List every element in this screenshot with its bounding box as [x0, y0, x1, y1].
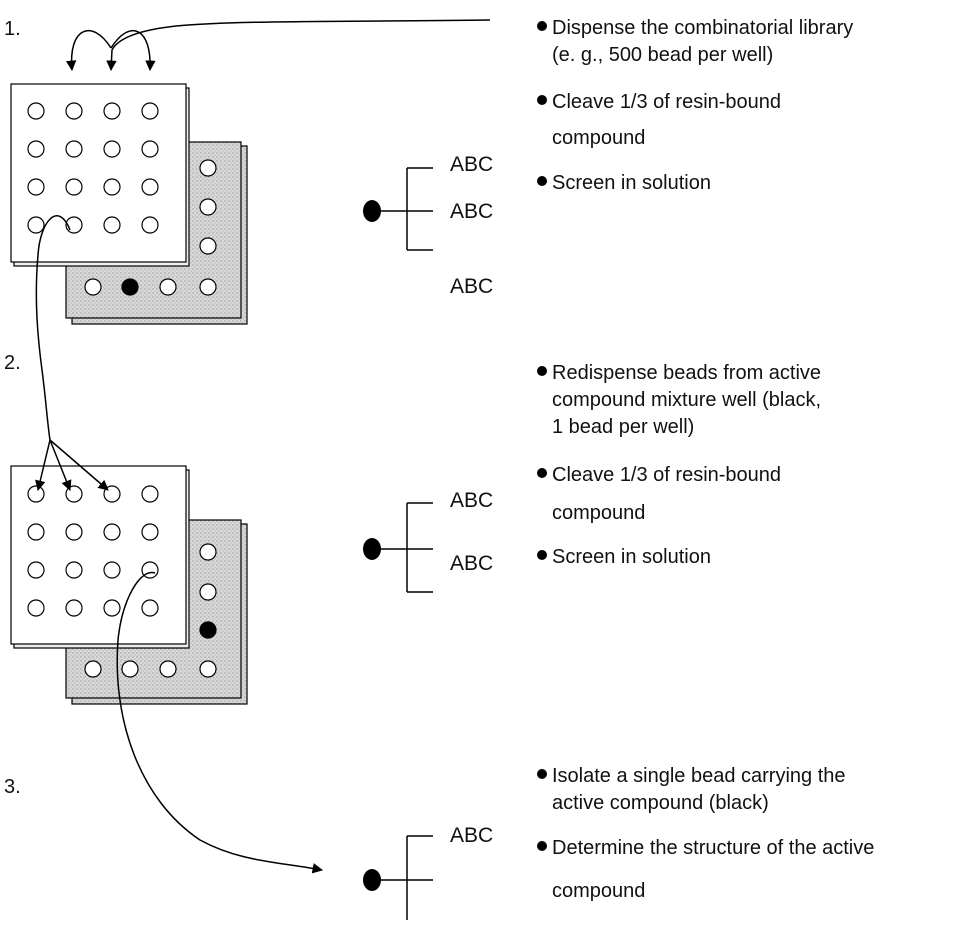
- well: [27, 216, 45, 234]
- bullet-item: Screen in solution: [537, 545, 711, 569]
- well: [103, 599, 121, 617]
- bullet-item: Redispense beads from active: [537, 361, 821, 385]
- step-number-2: 2.: [4, 352, 21, 374]
- library-in-arrow: [106, 19, 491, 72]
- bullet-continuation: compound: [552, 127, 646, 149]
- split-arrow-right: [110, 30, 156, 72]
- bullet-continuation: active compound (black): [552, 792, 769, 814]
- well: [65, 599, 83, 617]
- well: [103, 523, 121, 541]
- split2-arrow-1: [35, 439, 51, 492]
- front-wells-1: [27, 102, 159, 234]
- well: [84, 278, 102, 296]
- well: [65, 140, 83, 158]
- well: [199, 543, 217, 561]
- well: [103, 216, 121, 234]
- bullet-item: Cleave 1/3 of resin-bound: [537, 463, 781, 487]
- well: [199, 278, 217, 296]
- well: [141, 178, 159, 196]
- redispense-curve: [35, 215, 71, 441]
- well: [121, 660, 139, 678]
- resin-bead-icon: [363, 200, 381, 222]
- well: [199, 198, 217, 216]
- isolate-curve: [116, 571, 324, 874]
- bullet-continuation: compound mixture well (black,: [552, 389, 821, 411]
- well: [27, 140, 45, 158]
- well: [27, 485, 45, 503]
- bullet-item: Screen in solution: [537, 171, 711, 195]
- abc-label: ABC: [450, 824, 494, 847]
- bullet-dot-icon: [537, 841, 547, 851]
- step-number-1: 1.: [4, 18, 21, 40]
- abc-label: ABC: [450, 275, 494, 298]
- abc-label: ABC: [450, 153, 494, 176]
- split2-arrow-3: [49, 439, 109, 491]
- bullet-dot-icon: [537, 21, 547, 31]
- bullet-item: Dispense the combinatorial library: [537, 16, 853, 40]
- bead-bracket-2: [363, 502, 433, 593]
- well: [141, 102, 159, 120]
- active-well-black: [199, 621, 217, 639]
- well: [65, 523, 83, 541]
- well: [103, 178, 121, 196]
- bullet-dot-icon: [537, 769, 547, 779]
- split2-arrow-2: [49, 439, 72, 491]
- abc-label: ABC: [450, 200, 494, 223]
- bullet-dot-icon: [537, 468, 547, 478]
- bullet-continuation: compound: [552, 880, 646, 902]
- well: [103, 140, 121, 158]
- well: [27, 561, 45, 579]
- well: [27, 599, 45, 617]
- abc-label: ABC: [450, 489, 494, 512]
- well: [103, 561, 121, 579]
- bullet-item: Isolate a single bead carrying the: [537, 764, 846, 788]
- bullet-item: Determine the structure of the active: [537, 836, 874, 860]
- well: [27, 178, 45, 196]
- well: [103, 102, 121, 120]
- bullet-dot-icon: [537, 95, 547, 105]
- well: [199, 159, 217, 177]
- well: [141, 216, 159, 234]
- plate-stack-2: [10, 465, 248, 705]
- flow-arrows: [35, 19, 491, 874]
- well: [65, 485, 83, 503]
- bullet-dot-icon: [537, 550, 547, 560]
- bullet-item: Cleave 1/3 of resin-bound: [537, 90, 781, 114]
- well: [141, 485, 159, 503]
- well: [199, 660, 217, 678]
- well: [65, 561, 83, 579]
- well: [84, 660, 102, 678]
- back-wells-1: [84, 159, 217, 296]
- well: [141, 523, 159, 541]
- bullet-dot-icon: [537, 366, 547, 376]
- bead-bracket-1: [363, 167, 433, 251]
- resin-bead-icon: [363, 538, 381, 560]
- active-well-black: [121, 278, 139, 296]
- bullet-continuation: 1 bead per well): [552, 416, 695, 438]
- plate-stack-1: [10, 83, 248, 325]
- well: [159, 278, 177, 296]
- step-number-3: 3.: [4, 776, 21, 798]
- well: [141, 599, 159, 617]
- well: [65, 178, 83, 196]
- back-wells-2: [84, 543, 217, 678]
- abc-label: ABC: [450, 552, 494, 575]
- bead-bracket-3: [363, 835, 433, 920]
- well: [65, 102, 83, 120]
- well: [199, 237, 217, 255]
- bullet-continuation: (e. g., 500 bead per well): [552, 44, 774, 66]
- resin-bead-icon: [363, 869, 381, 891]
- well: [141, 140, 159, 158]
- split-arrow-left: [65, 30, 112, 72]
- well: [199, 583, 217, 601]
- well: [159, 660, 177, 678]
- bullet-dot-icon: [537, 176, 547, 186]
- well: [27, 102, 45, 120]
- well: [27, 523, 45, 541]
- bullet-continuation: compound: [552, 502, 646, 524]
